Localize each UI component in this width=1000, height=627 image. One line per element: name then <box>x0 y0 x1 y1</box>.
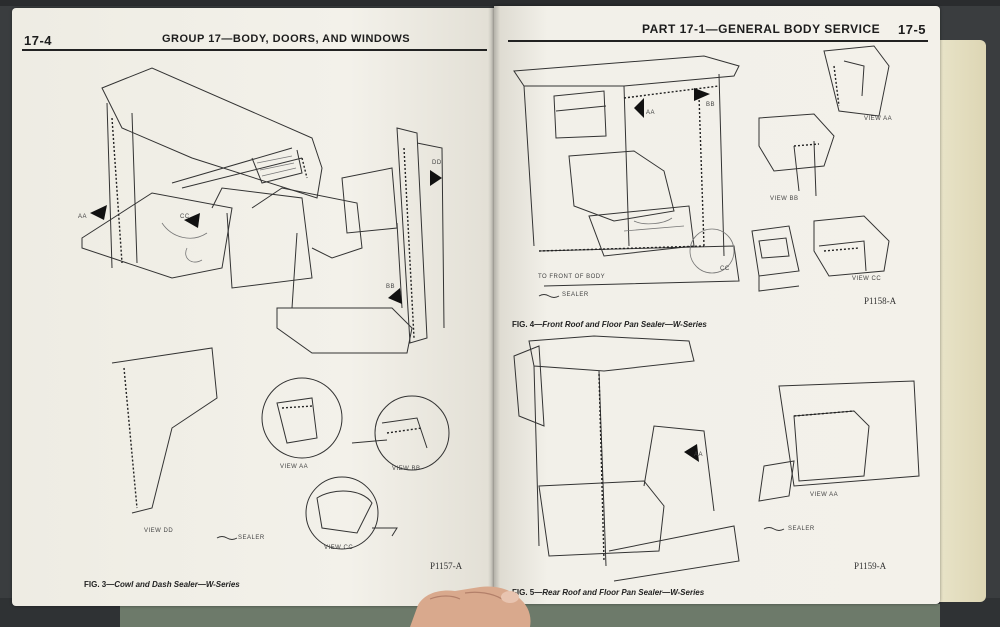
book-cover-edge <box>120 604 940 627</box>
fig3-code: P1157-A <box>430 561 463 571</box>
fig4-caption-text: —Front Roof and Floor Pan Sealer—W-Serie… <box>534 320 707 329</box>
label-bb: BB <box>386 284 396 290</box>
fig4-fig5-illustration <box>494 6 940 604</box>
fig5-caption-prefix: FIG. 5 <box>512 588 535 597</box>
right-page: PART 17-1—GENERAL BODY SERVICE 17-5 <box>494 6 940 604</box>
right-header-rule <box>508 40 928 42</box>
book-gutter <box>488 6 500 606</box>
fig4-label-aa: AA <box>646 110 656 116</box>
fig5-label-aa: AA <box>694 452 704 458</box>
label-sealer: SEALER <box>238 535 265 541</box>
fig5-label-view-aa: VIEW AA <box>810 492 839 498</box>
label-cc: CC <box>180 214 190 220</box>
fig4-label-bb: BB <box>706 102 716 108</box>
fig5-caption: FIG. 5—Rear Roof and Floor Pan Sealer—W-… <box>512 588 704 597</box>
arrow-bb <box>388 288 402 304</box>
label-view-dd: VIEW DD <box>144 528 174 534</box>
fig3-illustration <box>12 8 494 606</box>
fig5-caption-text: —Rear Roof and Floor Pan Sealer—W-Series <box>534 588 705 597</box>
left-group-title: GROUP 17—BODY, DOORS, AND WINDOWS <box>162 33 411 45</box>
fig4-caption: FIG. 4—Front Roof and Floor Pan Sealer—W… <box>512 320 707 329</box>
label-view-bb: VIEW BB <box>392 466 421 472</box>
hand-image <box>410 586 531 627</box>
left-page: 17-4 GROUP 17—BODY, DOORS, AND WINDOWS <box>12 8 494 606</box>
fig3-caption: FIG. 3—Cowl and Dash Sealer—W-Series <box>84 580 240 589</box>
right-part-title: PART 17-1—GENERAL BODY SERVICE <box>642 22 881 36</box>
fig4-label-cc: CC <box>720 266 730 272</box>
right-page-number: 17-5 <box>898 22 927 37</box>
fig4-sealer-label: SEALER <box>562 292 589 298</box>
fig4-front-label: TO FRONT OF BODY <box>538 274 606 280</box>
arrow-fig4-bb <box>694 88 710 101</box>
fig4-code: P1158-A <box>864 296 897 306</box>
fig4-caption-prefix: FIG. 4 <box>512 320 535 329</box>
fig4-label-view-cc: VIEW CC <box>852 276 882 282</box>
back-pages <box>936 40 986 602</box>
label-view-aa: VIEW AA <box>280 464 309 470</box>
desk-top <box>0 0 1000 6</box>
label-dd: DD <box>432 160 442 166</box>
fig5-sealer-label: SEALER <box>788 526 815 532</box>
left-header-rule <box>22 49 487 51</box>
fig5-code: P1159-A <box>854 561 887 571</box>
arrow-dd <box>430 170 442 186</box>
label-aa: AA <box>78 214 88 220</box>
arrow-fig4-aa <box>634 98 644 118</box>
label-view-cc: VIEW CC <box>324 545 354 551</box>
left-page-number: 17-4 <box>24 33 53 48</box>
fig3-caption-text: —Cowl and Dash Sealer—W-Series <box>106 580 240 589</box>
fig4-label-view-aa: VIEW AA <box>864 116 893 122</box>
arrow-aa <box>90 205 107 220</box>
arrow-fig5-aa <box>684 444 699 462</box>
fig3-caption-prefix: FIG. 3 <box>84 580 107 589</box>
arrow-cc <box>184 213 200 228</box>
fig4-label-view-bb: VIEW BB <box>770 196 799 202</box>
